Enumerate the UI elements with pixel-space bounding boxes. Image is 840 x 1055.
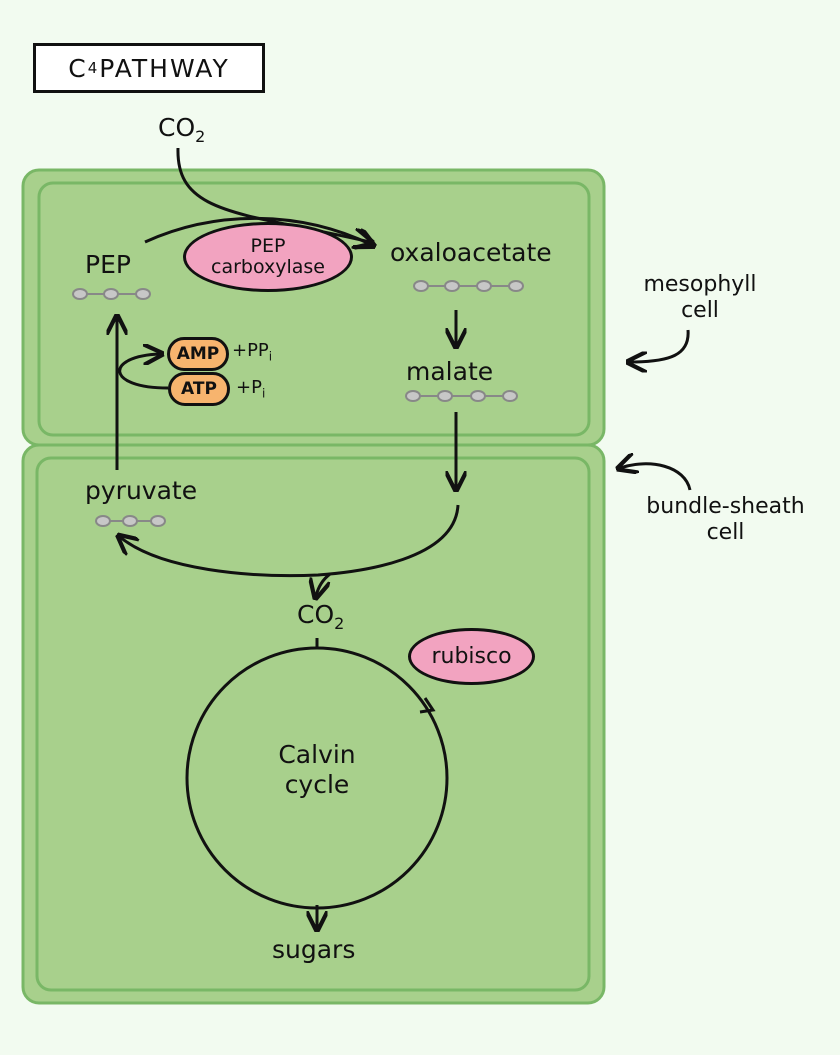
mesophyll-line1: mesophyll: [643, 272, 757, 297]
malate-carbon-chain: [405, 390, 518, 402]
calvin-cycle-label: Calvin cycle: [247, 740, 387, 800]
title-subscript: 4: [87, 59, 100, 77]
bundle-sheath-line1: bundle-sheath: [646, 494, 805, 519]
bundle-sheath-cell: [21, 443, 606, 1005]
pyruvate-label: pyruvate: [85, 476, 198, 505]
mesophyll-cell: [21, 168, 606, 447]
amp-label: AMP: [176, 344, 220, 364]
bundle-sheath-line2: cell: [706, 520, 745, 545]
title-prefix: C: [68, 53, 88, 83]
atp-label: ATP: [181, 379, 217, 399]
rubisco-enzyme: rubisco: [408, 628, 535, 685]
atp-product-sub: i: [261, 386, 266, 401]
co2-release-arrow: [316, 572, 331, 596]
mesophyll-pointer-arrow: [630, 329, 690, 362]
bundle-sheath-cell-label: bundle-sheath cell: [623, 494, 828, 546]
calvin-cycle-line1: Calvin: [278, 740, 356, 769]
pep-to-oxaloacetate-arrow: [144, 216, 372, 245]
mesophyll-line2: cell: [681, 298, 719, 323]
malate-label: malate: [406, 357, 494, 386]
co2-top-sub: 2: [195, 127, 206, 146]
amp-product-label: +PPi: [232, 340, 272, 364]
oxaloacetate-label: oxaloacetate: [390, 238, 552, 267]
amp-cofactor: AMP: [167, 337, 229, 371]
oxaloacetate-carbon-chain: [413, 280, 524, 292]
rubisco-label: rubisco: [431, 644, 512, 669]
co2-top-main: CO: [158, 113, 196, 142]
amp-product-sub: i: [268, 349, 273, 364]
pep-carboxylase-line1: PEP: [250, 235, 286, 257]
pep-label: PEP: [85, 250, 131, 279]
co2-top-label: CO2: [158, 113, 205, 146]
atp-product-main: +P: [236, 377, 262, 398]
atp-amp-arrow: [118, 354, 169, 390]
sugars-label: sugars: [272, 935, 356, 964]
pyruvate-carbon-chain: [95, 515, 166, 527]
atp-product-label: +Pi: [236, 377, 265, 401]
calvin-cycle-arrowhead: [419, 697, 436, 714]
atp-cofactor: ATP: [168, 372, 230, 406]
mesophyll-cell-label: mesophyll cell: [615, 272, 785, 324]
pep-carboxylase-enzyme: PEP carboxylase: [183, 222, 353, 292]
pep-carboxylase-line2: carboxylase: [211, 256, 325, 278]
malate-split-arrow: [120, 504, 460, 578]
title-suffix: PATHWAY: [99, 53, 230, 83]
bundle-sheath-pointer-arrow: [620, 464, 692, 491]
co2-bottom-sub: 2: [334, 614, 345, 633]
pep-carbon-chain: [72, 288, 151, 300]
amp-product-main: +PP: [232, 340, 269, 361]
co2-bottom-main: CO: [297, 600, 335, 629]
calvin-cycle-line2: cycle: [284, 770, 350, 799]
co2-bottom-label: CO2: [297, 600, 344, 633]
